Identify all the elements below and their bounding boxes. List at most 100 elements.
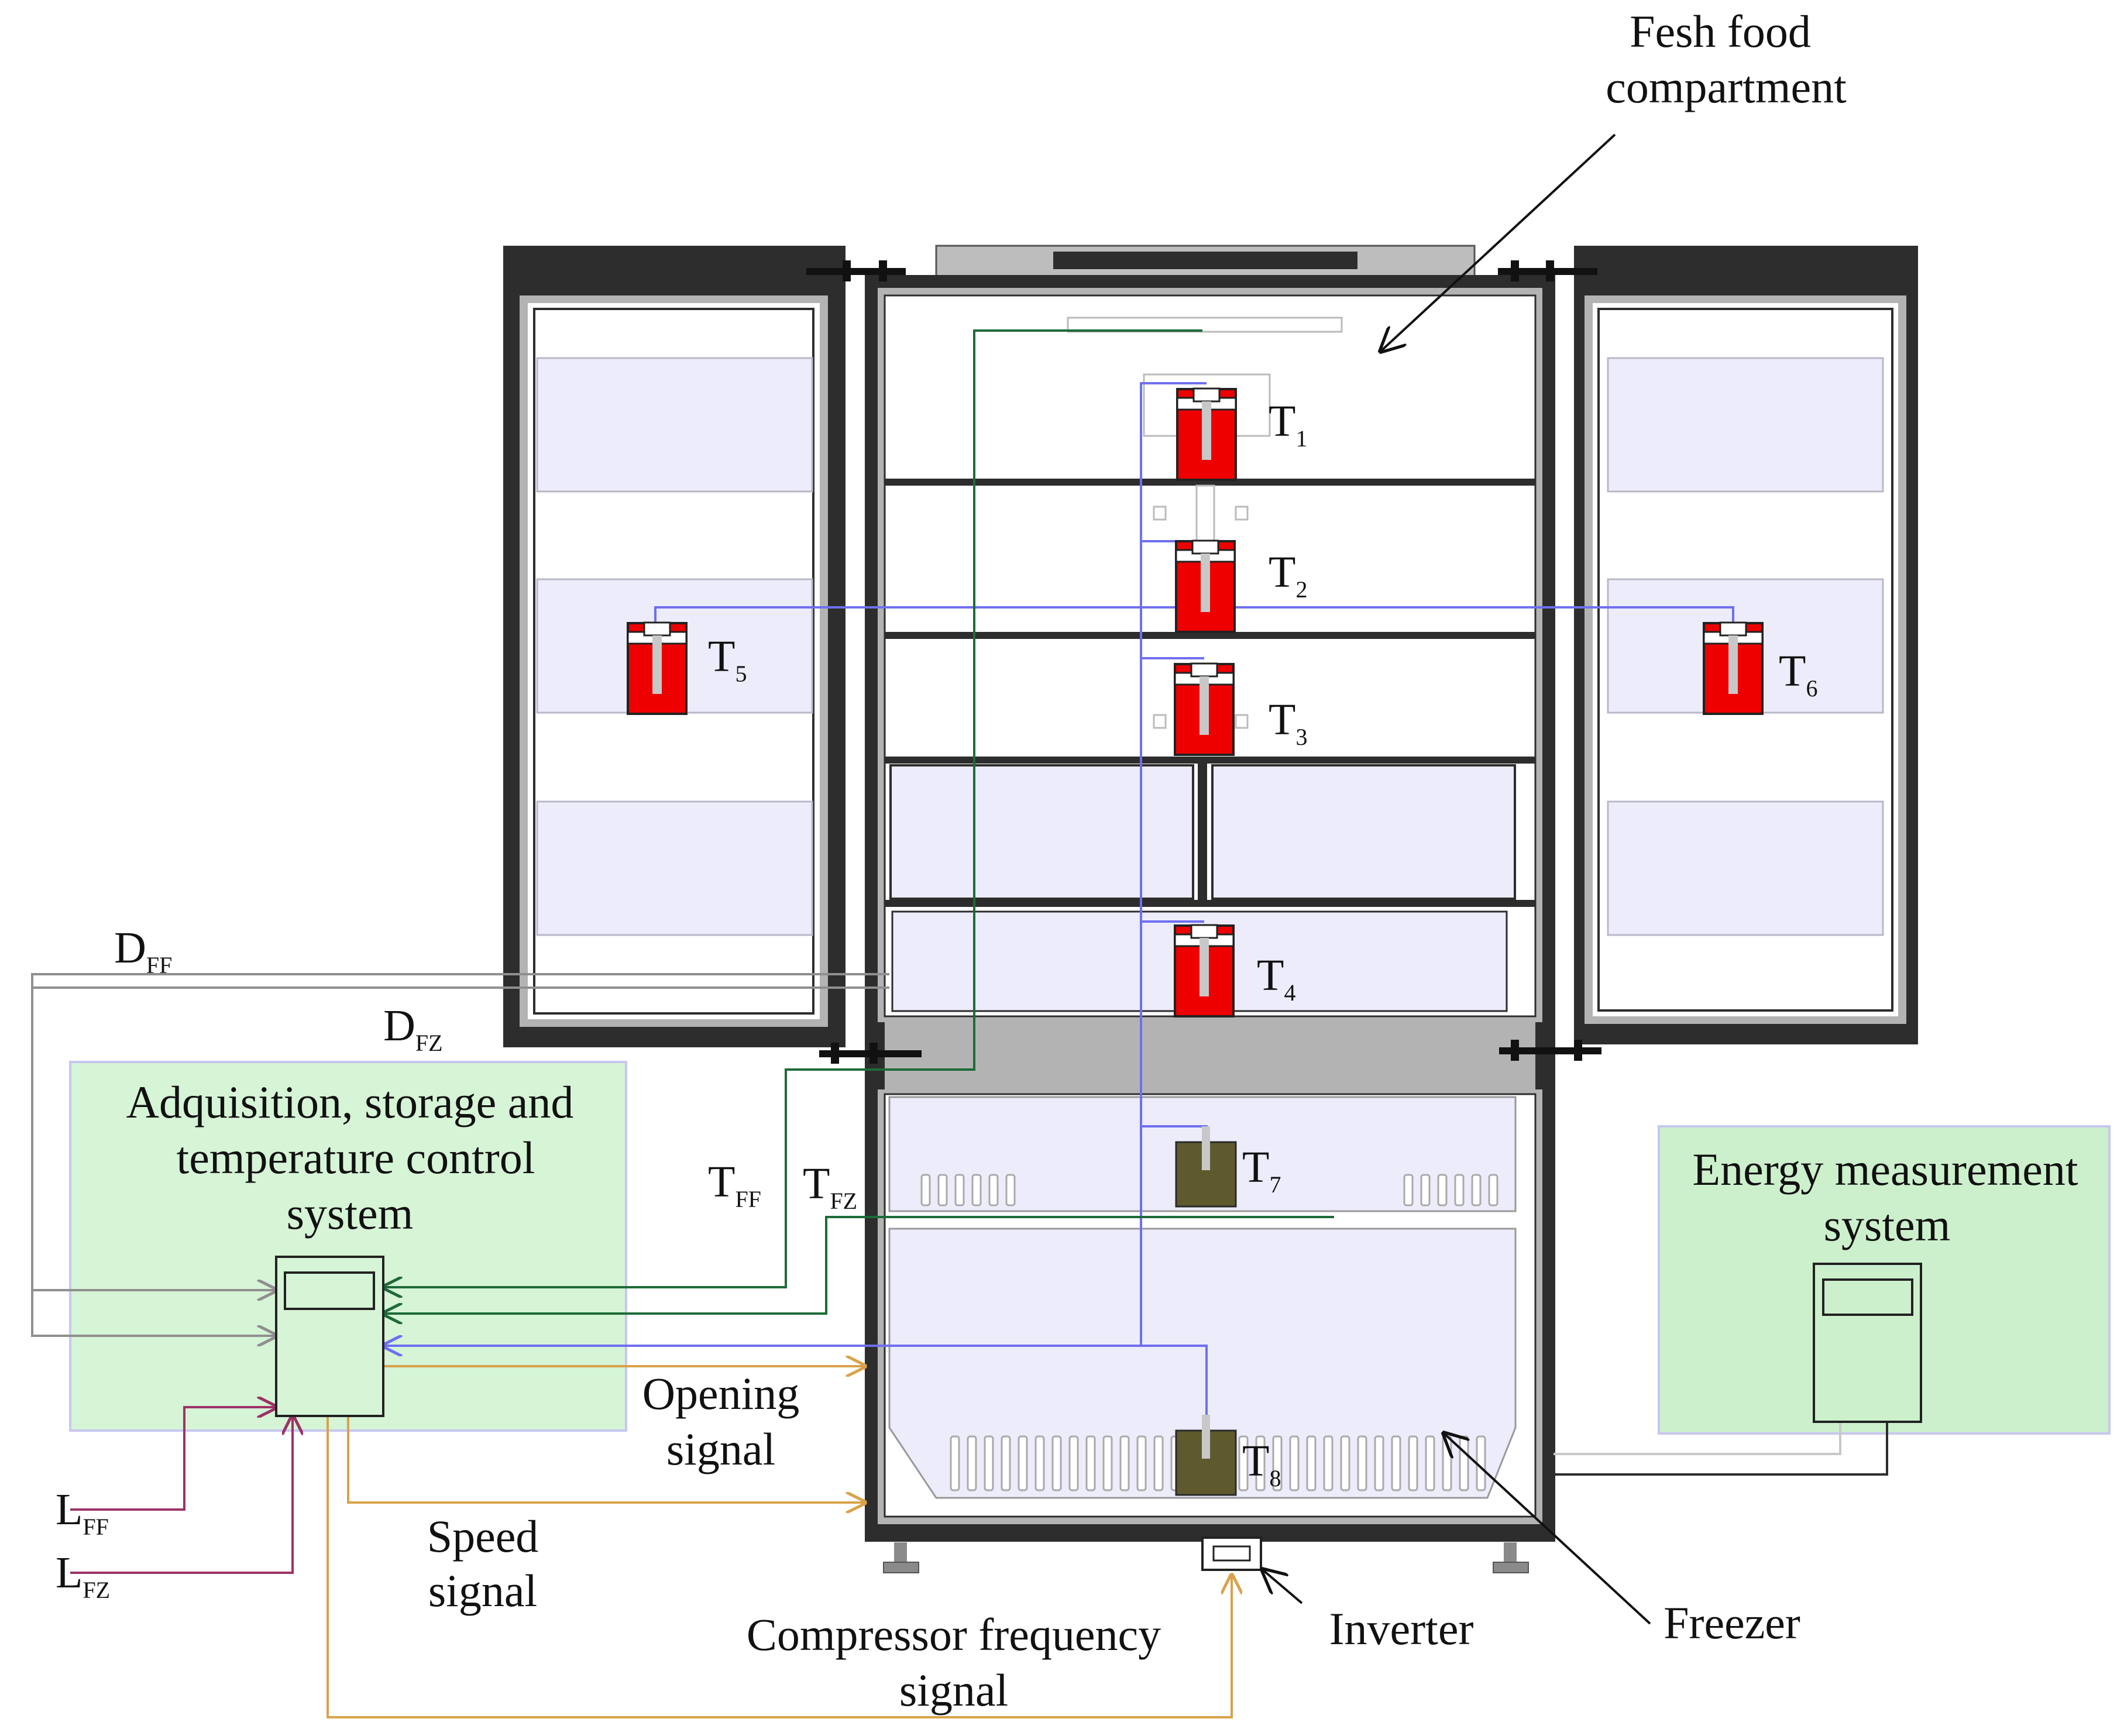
crisper-drawer-right	[1211, 764, 1516, 900]
sample-bottle-t5	[627, 621, 688, 715]
vent-slot	[1340, 1435, 1350, 1491]
vent-slot	[1289, 1435, 1300, 1491]
vent-slot	[1136, 1435, 1147, 1491]
vent-slot	[1454, 1174, 1465, 1206]
energy-meter-wire	[1554, 1422, 1841, 1455]
crisper-drawer-left	[889, 764, 1194, 900]
energy-meter-wire	[1554, 1422, 1888, 1476]
vent-slot	[1403, 1174, 1414, 1206]
shelf-clip	[1235, 714, 1249, 729]
freezer-lower-basket	[888, 1228, 1517, 1499]
vent-slot	[1357, 1435, 1367, 1491]
fresh-food-label-line2: compartment	[1606, 61, 1847, 112]
sensor-label-t7: T7	[1242, 1143, 1281, 1198]
data-logger-display	[284, 1271, 375, 1310]
freezer-label: Freezer	[1664, 1597, 1800, 1648]
freezer-callout-arrow	[1444, 1434, 1651, 1625]
sensor-label-t3: T3	[1269, 695, 1307, 750]
vent-slot	[1442, 1435, 1452, 1491]
left-foot	[894, 1542, 907, 1565]
signal-label-dff: DFF	[114, 923, 172, 978]
signal-label-dfz: DFZ	[383, 1001, 443, 1056]
vent-slot	[1102, 1435, 1113, 1491]
vent-slot	[1459, 1435, 1469, 1491]
vent-slot	[1306, 1435, 1317, 1491]
right-foot-base	[1493, 1562, 1529, 1573]
energy-meter-display	[1822, 1278, 1913, 1316]
opening-signal-label-line2: signal	[666, 1424, 775, 1474]
sample-bottle-t3	[1174, 662, 1235, 756]
sample-bottle-t2	[1175, 539, 1236, 633]
crisper-divider	[1198, 764, 1207, 903]
inverter-display	[1212, 1545, 1251, 1562]
speed-signal-label-line2: signal	[428, 1565, 537, 1616]
vent-slot	[1425, 1435, 1435, 1491]
acquisition-system-label-line1: Adquisition, storage and	[126, 1077, 574, 1127]
sample-bottle-t6	[1703, 621, 1764, 715]
vent-slot	[1018, 1435, 1028, 1491]
frozen-sample-t8	[1175, 1415, 1237, 1496]
vent-slot	[1034, 1435, 1045, 1491]
shelf-1	[885, 479, 1535, 486]
shelf-3	[885, 757, 1535, 764]
vent-slot	[954, 1174, 965, 1206]
sample-bottle-t4	[1174, 924, 1235, 1017]
vent-slot	[1408, 1435, 1418, 1491]
vent-slot	[937, 1174, 948, 1206]
vent-slot	[988, 1174, 999, 1206]
compressor-signal-label-line2: signal	[899, 1665, 1008, 1716]
compressor-signal-label-line1: Compressor frequency	[747, 1609, 1161, 1660]
vent-slot	[1005, 1174, 1016, 1206]
sensor-label-t8: T8	[1242, 1436, 1281, 1491]
vent-slot	[1001, 1435, 1011, 1491]
vent-slot	[1323, 1435, 1333, 1491]
vent-slot	[1255, 1435, 1266, 1491]
opening-signal-label-line1: Opening	[642, 1368, 800, 1419]
vent-slot	[967, 1435, 977, 1491]
left-door-bin-top	[536, 357, 813, 493]
vent-slot	[950, 1435, 960, 1491]
right-door-bin-bottom	[1607, 800, 1884, 936]
shelf-clip	[1153, 506, 1167, 521]
door-hinges	[806, 260, 1601, 1064]
left-door-bin-bottom	[536, 800, 813, 936]
sensor-label-t2: T2	[1269, 548, 1307, 603]
vent-slot	[1119, 1435, 1130, 1491]
signal-label-lff: LFF	[56, 1485, 109, 1540]
freezer-vent-left	[920, 1174, 1016, 1206]
vent-slot	[984, 1435, 994, 1491]
vent-slot	[971, 1174, 982, 1206]
compressor-frequency-signal-wire	[326, 1416, 1232, 1718]
left-foot-base	[883, 1562, 919, 1573]
shelf-4	[885, 900, 1535, 907]
shelf-clip	[1235, 506, 1249, 521]
vent-slot	[1374, 1435, 1384, 1491]
vent-slot	[1488, 1174, 1499, 1206]
freezer-control-probe	[383, 1216, 1334, 1314]
fresh-food-label-line1: Fesh food	[1630, 6, 1811, 57]
energy-system-label-line1: Energy measurement	[1692, 1144, 2078, 1195]
acquisition-system-label-line2: temperature control	[177, 1132, 535, 1183]
vent-slot	[1051, 1435, 1062, 1491]
fresh-food-control-probe	[383, 329, 1202, 1287]
sensor-label-t5: T5	[708, 632, 747, 687]
vent-slot	[920, 1174, 931, 1206]
right-foot	[1504, 1542, 1517, 1565]
vent-slot	[1085, 1435, 1096, 1491]
frozen-sample-t7	[1175, 1126, 1237, 1208]
sample-bottle-t1	[1176, 387, 1237, 481]
vent-slot	[1238, 1435, 1249, 1491]
signal-label-lfz: LFZ	[56, 1548, 110, 1603]
fresh-food-callout-arrow	[1381, 133, 1616, 351]
vent-slot	[1391, 1435, 1401, 1491]
shelf-clip	[1153, 714, 1167, 729]
vent-slot	[1272, 1435, 1283, 1491]
shelf-2	[885, 632, 1535, 639]
vent-slot	[1420, 1174, 1431, 1206]
vent-slot	[1068, 1435, 1079, 1491]
freezer-basket-vents	[950, 1435, 1486, 1491]
light-ff-wire	[70, 1407, 276, 1511]
sensor-label-t4: T4	[1257, 951, 1295, 1006]
light-fz-wire	[70, 1416, 293, 1574]
